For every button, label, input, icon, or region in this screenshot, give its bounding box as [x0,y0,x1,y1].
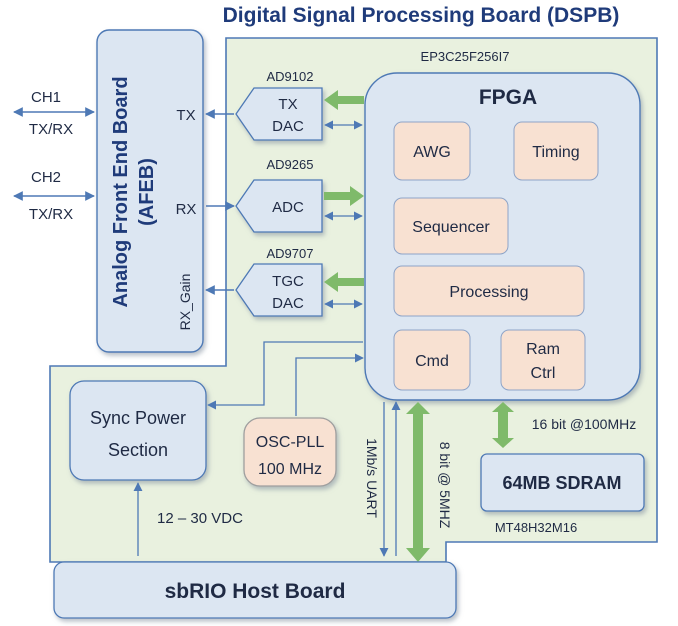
tx-dac-label-line2: DAC [272,118,304,135]
osc-to-fpga-clock-line [295,353,364,416]
cmd-block [393,329,471,391]
ch2-label: CH2 [31,169,61,186]
osc-pll-label-line1: OSC-PLL [256,434,325,451]
adc-data-bus-arrow [324,186,364,206]
ch1-mode-label: TX/RX [29,121,73,138]
afeb-label-line2: (AFEB) [136,158,158,226]
fpga-label: FPGA [479,86,537,109]
diagram-title: Digital Signal Processing Board (DSPB) [223,4,620,27]
tgc-dac-block [235,263,323,317]
sequencer-block [393,197,509,255]
awg-label: AWG [413,144,451,161]
sdram-bus-arrow [492,402,514,448]
sdram-block [480,453,645,512]
fpga-to-sync-power-line [207,341,363,410]
adc-part: AD9265 [267,157,314,172]
awg-block [393,121,471,181]
parallel-bus-label: 8 bit @ 5MHZ [437,442,453,529]
afeb-rx-label: RX [176,201,197,218]
processing-block [393,265,585,317]
tx-dac-data-bus-arrow [324,90,364,110]
afeb-label: Analog Front End Board (AFEB) [110,76,158,307]
tgc-dac-label-line2: DAC [272,295,304,312]
timing-label: Timing [532,144,579,161]
ram-ctrl-label-line1: Ram [526,341,560,358]
ram-ctrl-block [500,329,586,391]
tx-dac-label-line1: TX [278,96,297,113]
ram-ctrl-label-line2: Ctrl [531,365,556,382]
ch1-label: CH1 [31,89,61,106]
sync-power-block [69,380,207,481]
cmd-label: Cmd [415,353,449,370]
timing-block [513,121,599,181]
sdram-bus-label: 16 bit @100MHz [532,416,636,432]
afeb-tx-label: TX [176,107,195,124]
uart-label: 1Mb/s UART [364,438,380,518]
tgc-dac-data-bus-arrow [324,272,364,292]
osc-pll-block [243,417,337,487]
tx-dac-block [235,87,323,141]
tgc-dac-part: AD9707 [267,246,314,261]
afeb-board [96,29,204,353]
sequencer-label: Sequencer [412,219,490,236]
sbrio-host-label: sbRIO Host Board [165,580,346,603]
parallel-bus-arrow [406,402,430,562]
sbrio-host-board [53,561,457,619]
fpga-part-number: EP3C25F256I7 [421,49,510,64]
ch2-mode-label: TX/RX [29,206,73,223]
sdram-part-number: MT48H32M16 [495,520,577,535]
osc-pll-label-line2: 100 MHz [258,461,322,478]
sync-power-label-line2: Section [108,440,168,460]
tx-dac-part: AD9102 [267,69,314,84]
processing-label: Processing [449,284,528,301]
sdram-label: 64MB SDRAM [502,473,621,493]
afeb-label-line1: Analog Front End Board [110,76,132,307]
sync-power-label-line1: Sync Power [90,408,186,428]
adc-block [235,179,323,233]
supply-voltage-label: 12 – 30 VDC [157,510,243,527]
adc-label: ADC [272,199,304,216]
afeb-rx-gain-label: RX_Gain [177,274,193,331]
tgc-dac-label-line1: TGC [272,273,304,290]
